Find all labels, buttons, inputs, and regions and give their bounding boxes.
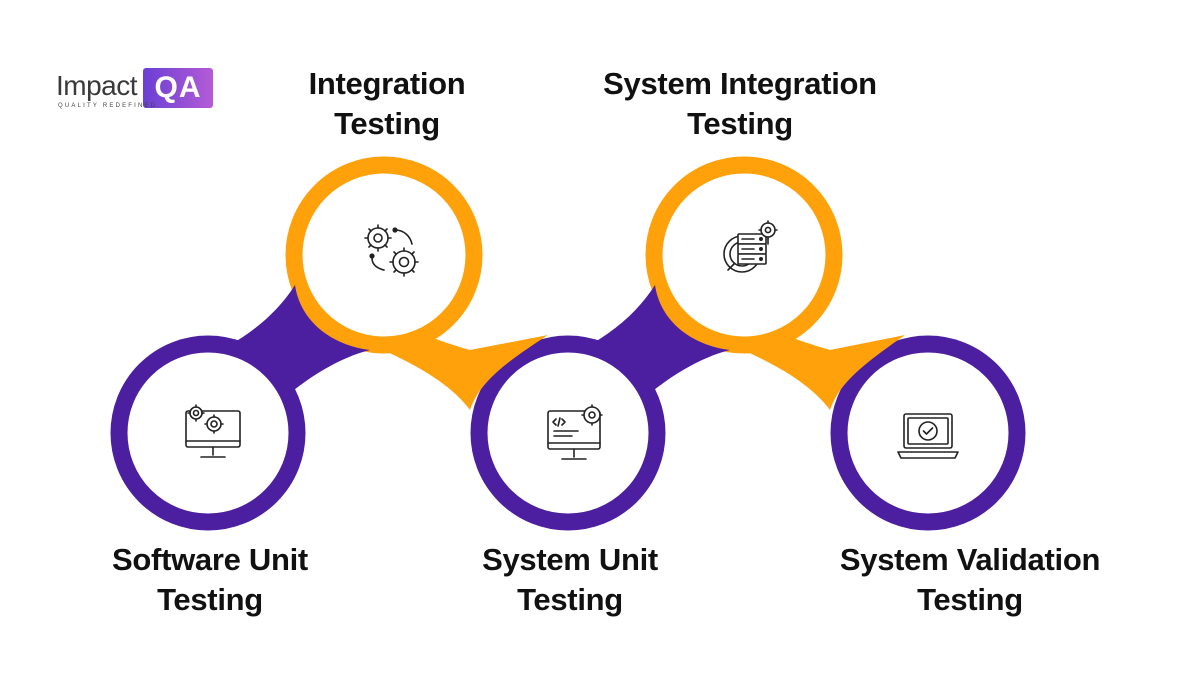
logo-tagline: QUALITY REDEFINED bbox=[58, 103, 158, 109]
step-5-subtitle: Testing bbox=[917, 582, 1023, 617]
step-3-ring bbox=[470, 285, 730, 531]
step-1-title: Software Unit bbox=[112, 542, 308, 577]
logo-wordmark: Impact bbox=[56, 70, 138, 101]
brand-logo: Impact QA QUALITY REDEFINED bbox=[56, 68, 216, 114]
step-2-subtitle: Testing bbox=[334, 106, 440, 141]
step-2-title: Integration bbox=[308, 66, 466, 101]
monitor-code-gear-icon bbox=[547, 404, 603, 460]
logo-qa-badge: QA bbox=[143, 68, 213, 108]
step-1-label: Software Unit Testing bbox=[60, 540, 360, 620]
step-5-label: System Validation Testing bbox=[800, 540, 1140, 620]
gears-connection-icon bbox=[364, 224, 419, 277]
step-3-label: System Unit Testing bbox=[420, 540, 720, 620]
laptop-check-icon bbox=[897, 413, 959, 459]
step-1-ring bbox=[110, 285, 370, 531]
server-gear-icon bbox=[723, 220, 778, 273]
step-4-subtitle: Testing bbox=[687, 106, 793, 141]
step-2-label: Integration Testing bbox=[237, 64, 537, 144]
step-3-subtitle: Testing bbox=[517, 582, 623, 617]
step-3-title: System Unit bbox=[482, 542, 658, 577]
step-4-title: System Integration bbox=[603, 66, 877, 101]
step-1-subtitle: Testing bbox=[157, 582, 263, 617]
step-5-title: System Validation bbox=[839, 542, 1101, 577]
step-4-label: System Integration Testing bbox=[560, 64, 920, 144]
monitor-gears-icon bbox=[185, 404, 241, 458]
step-2-ring bbox=[285, 156, 548, 410]
